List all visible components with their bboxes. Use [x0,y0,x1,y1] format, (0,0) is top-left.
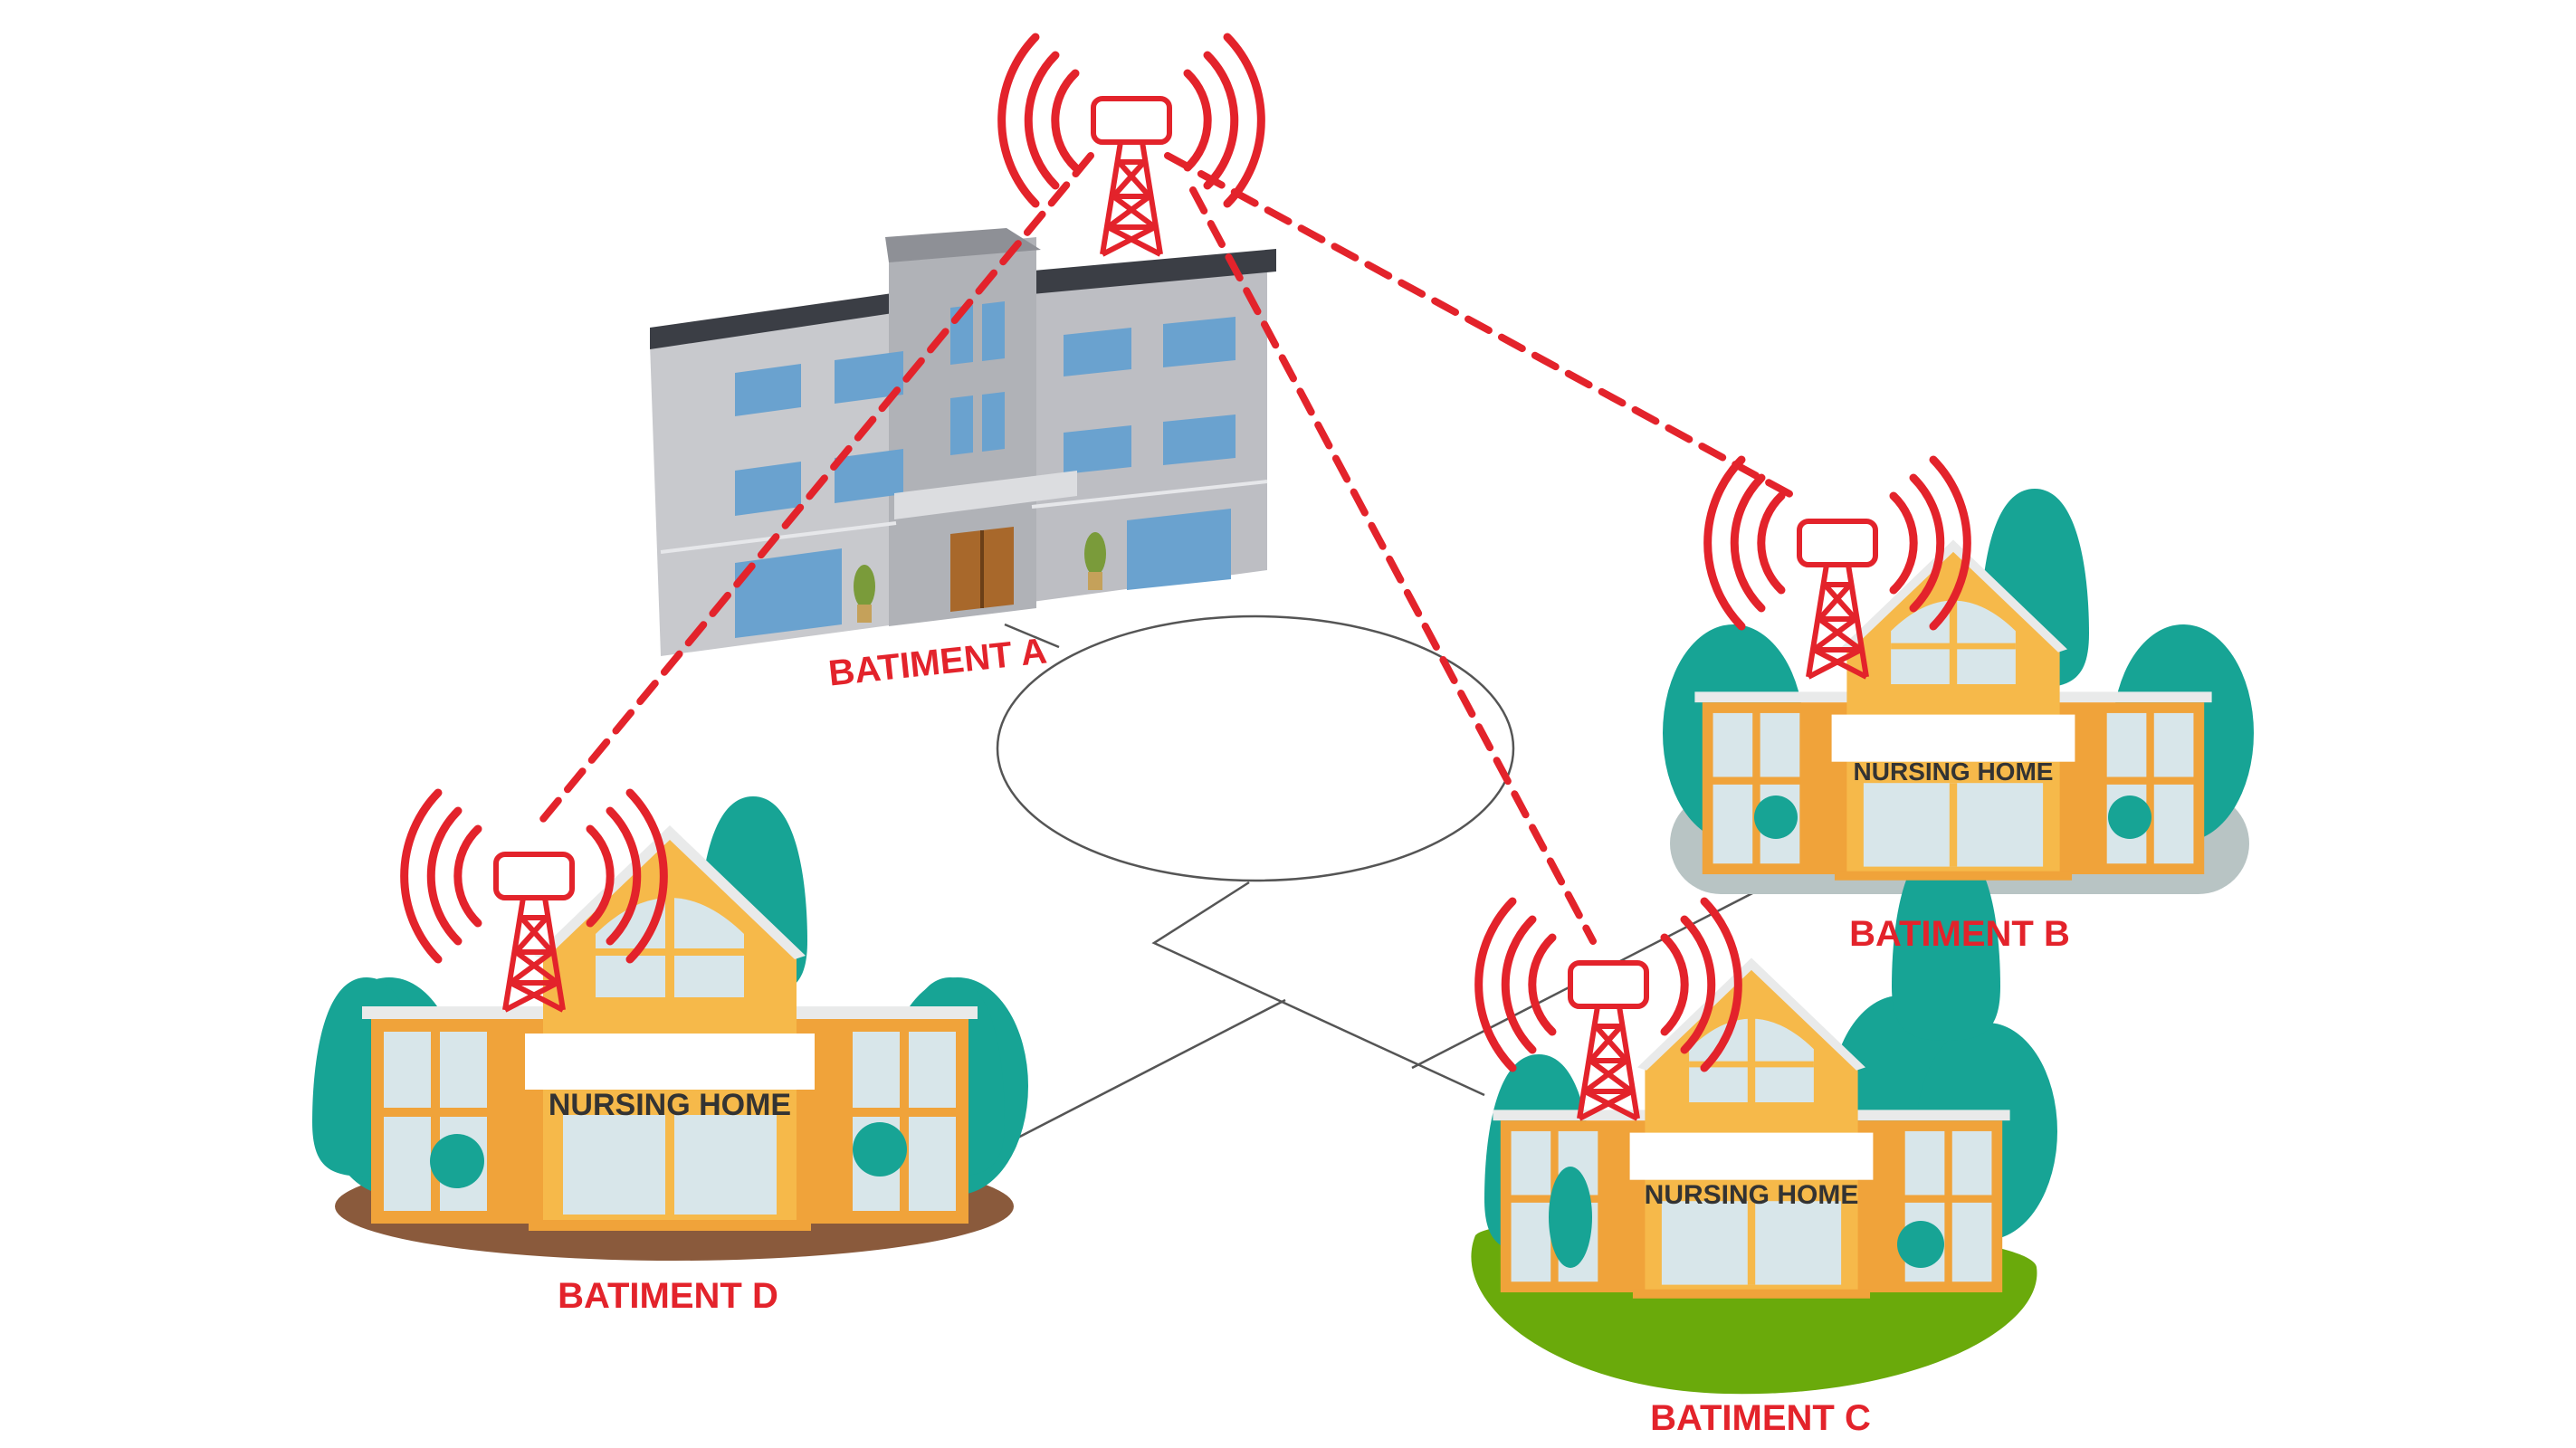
sign-b: NURSING HOME [1854,757,2054,786]
link-a-d [539,152,1094,823]
label-batiment-a: BATIMENT A [826,631,1048,693]
office-building-icon [650,228,1276,656]
building-c: NURSING HOME [1479,842,2057,1299]
sign-c: NURSING HOME [1645,1180,1859,1210]
label-batiment-d: BATIMENT D [558,1276,778,1316]
sign-d: NURSING HOME [549,1088,791,1122]
building-d: NURSING HOME [312,793,1028,1231]
label-batiment-c: BATIMENT C [1650,1398,1871,1438]
label-batiment-b: BATIMENT B [1849,914,2070,954]
building-b: NURSING HOME [1663,460,2254,881]
wireless-links [539,152,1800,945]
link-a-b [1164,152,1800,501]
speech-bubble-icon [996,614,1515,882]
link-a-c [1189,186,1597,945]
